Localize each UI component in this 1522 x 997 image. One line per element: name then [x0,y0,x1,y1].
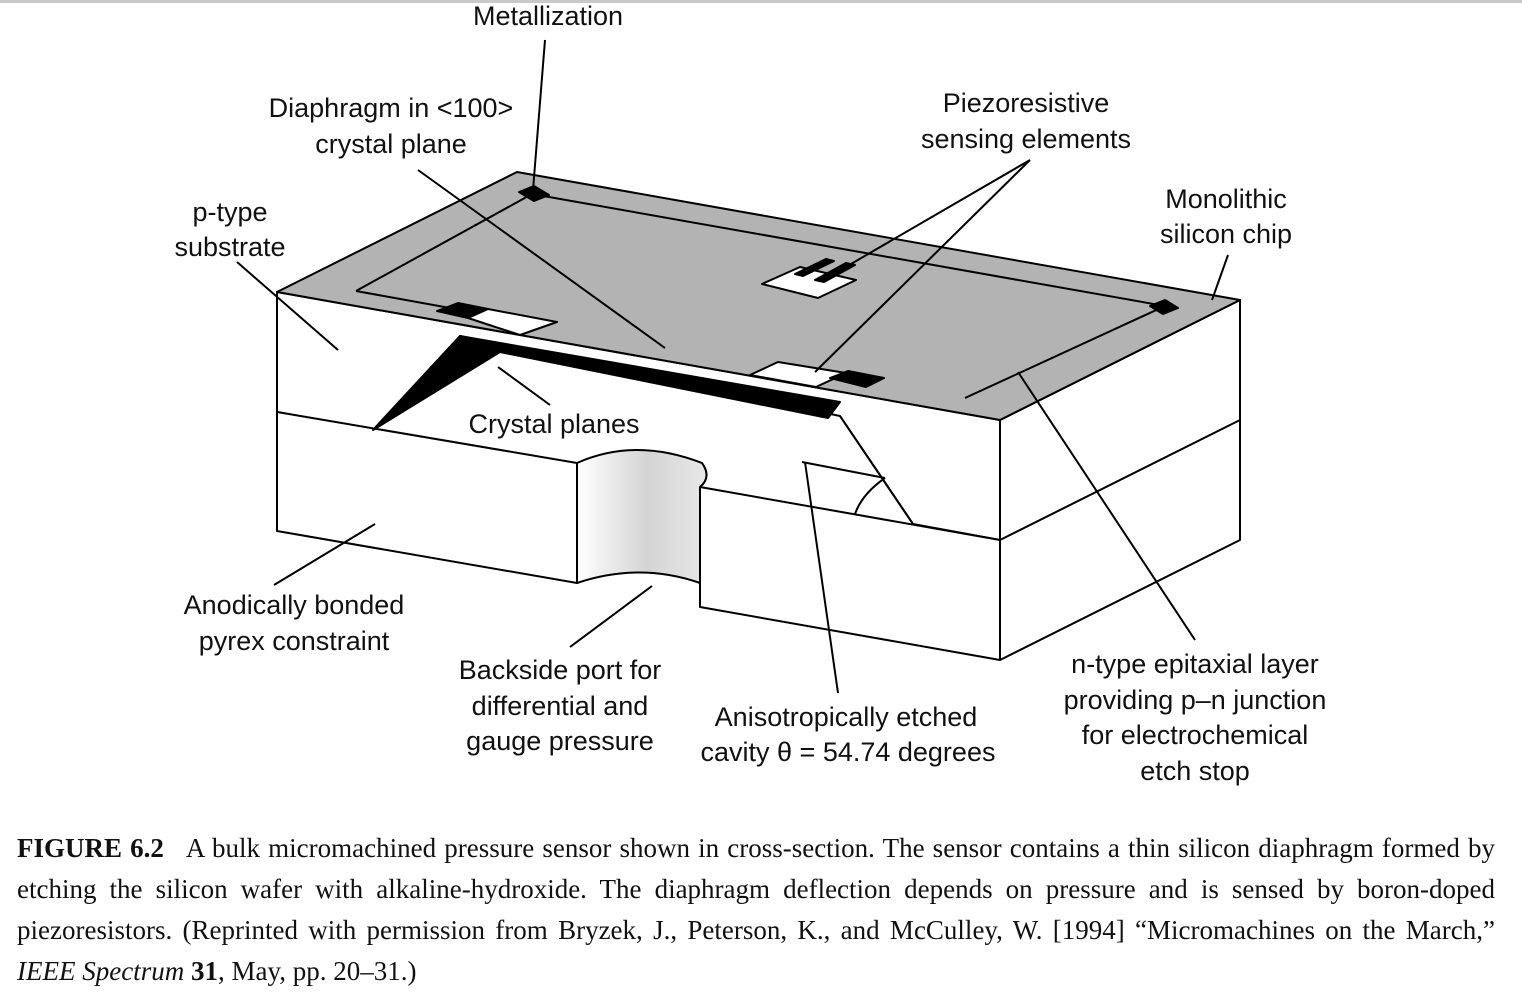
top-border [0,0,1522,3]
piezo-center-dark-a [794,258,835,277]
caption-journal: IEEE Spectrum [17,956,185,986]
label-backside-3: gauge pressure [466,726,654,756]
metallization-trace-lower [355,290,451,309]
label-mono-2: silicon chip [1160,219,1292,249]
caption-text: A bulk micromachined pressure sensor sho… [17,833,1495,945]
leader-piezo-b [814,159,1031,373]
label-diaphragm-1: Diaphragm in <100> [269,93,514,123]
figure-label: FIGURE 6.2 [17,833,164,863]
label-ptype-2: substrate [174,232,285,262]
cavity-slope [839,415,914,525]
pressure-sensor-diagram: Metallization Diaphragm in <100> crystal… [174,1,1327,786]
label-mono-1: Monolithic [1165,184,1287,214]
angle-pointer [801,461,886,479]
metallization-trace [355,193,1166,399]
leader-ptype [236,261,339,351]
crystal-plane-strip [459,335,841,419]
label-anodic-2: pyrex constraint [199,626,390,656]
leader-aniso [804,461,839,694]
leader-backside [569,585,653,648]
label-metallization: Metallization [473,1,623,31]
label-aniso-1: Anisotropically etched [715,702,978,732]
label-ntype-3: for electrochemical [1082,720,1309,750]
leader-anodic [273,523,376,586]
right-face-layer-line [999,419,1241,541]
piezo-bottom-dark [829,370,885,388]
leader-crystal [497,366,551,406]
label-ntype-1: n-type epitaxial layer [1071,649,1319,679]
caption-text-end: , May, pp. 20–31.) [217,956,417,986]
label-piezo-1: Piezoresistive [943,88,1110,118]
backside-port [576,449,708,584]
leader-ntype [1017,371,1196,641]
label-backside-2: differential and [472,691,649,721]
label-crystal-planes: Crystal planes [468,409,639,439]
piezo-left [467,308,558,336]
label-ntype-2: providing p–n junction [1064,685,1327,715]
label-ntype-4: etch stop [1140,756,1250,786]
angle-arc [854,477,886,515]
metal-pad-left [518,185,550,202]
leader-diaphragm [417,169,666,349]
caption-volume: 31 [190,956,218,986]
leader-mono [1211,254,1229,301]
leader-piezo-a [831,159,1031,276]
label-aniso-2: cavity θ = 54.74 degrees [701,737,996,767]
label-backside-1: Backside port for [459,655,662,685]
label-ptype-1: p-type [192,197,267,227]
label-piezo-2: sensing elements [921,124,1131,154]
label-anodic-1: Anodically bonded [184,590,405,620]
metal-pad-right [1149,299,1179,315]
label-diaphragm-2: crystal plane [315,129,467,159]
leader-metallization [532,39,546,191]
